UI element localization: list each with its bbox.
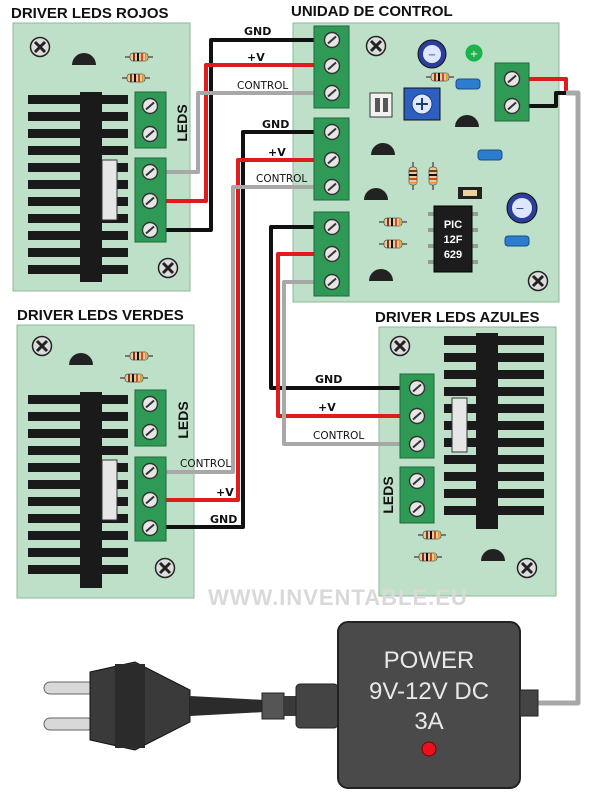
mount-hole-icon — [527, 270, 549, 292]
trimmer-icon — [403, 87, 441, 121]
blue-capacitor-icon — [504, 235, 530, 247]
svg-text:+: + — [470, 49, 478, 60]
watermark: WWW.INVENTABLE.EU — [208, 585, 468, 610]
voltage-label: 9V-12V DC — [369, 678, 489, 705]
control-wire — [151, 185, 315, 474]
gnd-label: GND — [244, 25, 271, 38]
vplus-label: +V — [247, 51, 265, 64]
green-driver-title: DRIVER LEDS VERDES — [17, 307, 184, 324]
terminal-blocks — [134, 25, 530, 542]
chip-label-1: PIC — [444, 219, 462, 231]
vplus-label: +V — [268, 146, 286, 159]
leds-label: LEDS — [174, 104, 190, 141]
electrolytic-capacitor-icon: − — [506, 192, 538, 224]
control-label: CONTROL — [180, 458, 231, 470]
mount-hole-icon — [365, 35, 387, 57]
chip-label-3: 629 — [444, 249, 462, 261]
gnd-label: GND — [210, 513, 237, 526]
wire-labels: GND +V CONTROL GND +V CONTROL CONTROL +V… — [180, 25, 364, 526]
heatsink — [444, 333, 544, 529]
green-driver-board: LEDS — [16, 324, 195, 599]
capacitor-icon: − — [417, 39, 447, 69]
red-driver-title: DRIVER LEDS ROJOS — [11, 5, 169, 22]
control-title: UNIDAD DE CONTROL — [291, 3, 453, 20]
mount-hole-icon — [154, 557, 176, 579]
current-label: 3A — [414, 708, 443, 735]
blue-driver-board: LEDS — [378, 326, 557, 597]
blue-driver-title: DRIVER LEDS AZULES — [375, 309, 539, 326]
control-label: CONTROL — [237, 80, 288, 92]
control-label: CONTROL — [313, 430, 364, 442]
gnd-wire — [151, 38, 315, 232]
blue-capacitor-icon — [455, 78, 481, 90]
gnd-wire — [151, 130, 315, 529]
leds-label: LEDS — [380, 476, 396, 513]
gnd-wire — [269, 225, 415, 390]
power-supply: POWER 9V-12V DC 3A — [261, 621, 539, 789]
power-plug-icon — [43, 661, 265, 751]
heatsink — [28, 92, 128, 282]
gnd-label: GND — [315, 373, 342, 386]
power-led-icon — [421, 741, 437, 757]
pic-chip: PIC 12F 629 — [428, 205, 478, 273]
wires — [151, 38, 581, 706]
control-wire — [151, 91, 315, 174]
power-red-wire — [512, 77, 568, 93]
power-black-wire — [512, 91, 566, 108]
mount-hole-icon — [29, 36, 51, 58]
vplus-label: +V — [216, 486, 234, 499]
vplus-wire — [151, 158, 315, 502]
vplus-label: +V — [318, 401, 336, 414]
power-cable — [538, 90, 581, 706]
heatsink — [28, 392, 128, 588]
control-wire — [282, 280, 415, 446]
mount-hole-icon — [389, 335, 411, 357]
svg-text:−: − — [428, 50, 436, 61]
svg-text:−: − — [515, 202, 524, 215]
chip-label-2: 12F — [444, 234, 463, 246]
gnd-label: GND — [262, 118, 289, 131]
leds-label: LEDS — [175, 401, 191, 438]
power-label: POWER — [384, 647, 475, 674]
control-label: CONTROL — [256, 173, 307, 185]
mount-hole-icon — [157, 257, 179, 279]
mount-hole-icon — [516, 557, 538, 579]
jumper-icon — [369, 92, 393, 118]
mount-hole-icon — [31, 335, 53, 357]
diode-icon — [458, 187, 482, 199]
vplus-wire — [276, 252, 415, 418]
blue-capacitor-icon — [477, 149, 503, 161]
vplus-wire — [151, 63, 315, 203]
led-icon: + — [465, 44, 483, 62]
red-driver-board: LEDS — [12, 22, 191, 292]
